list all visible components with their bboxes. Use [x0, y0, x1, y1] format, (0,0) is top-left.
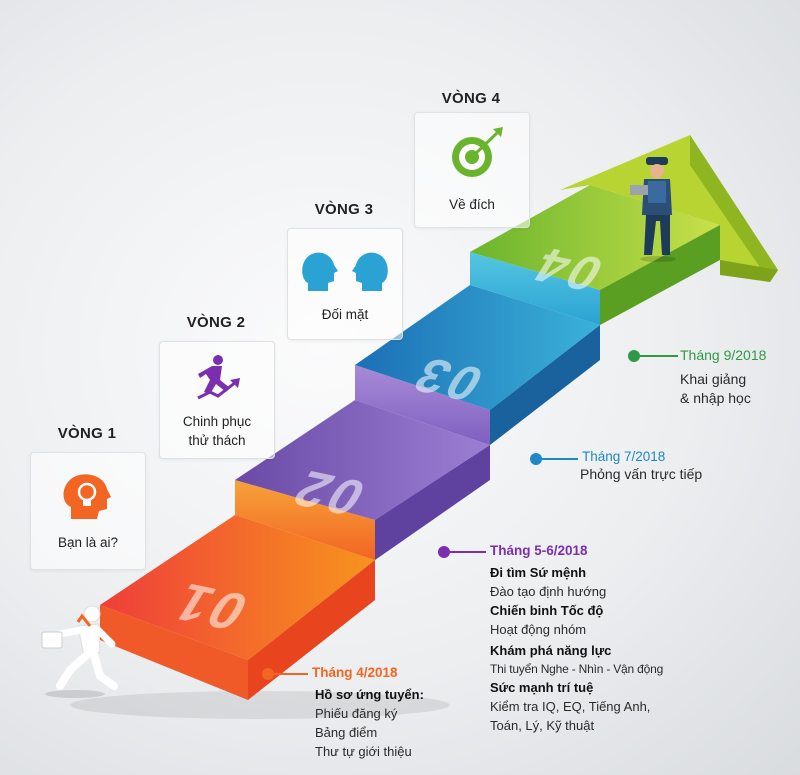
running-businessman-icon: [41, 605, 118, 698]
step-01-top: [100, 515, 375, 660]
round-2-card[interactable]: Chinh phục thử thách: [159, 341, 275, 459]
head-lightbulb-icon: [63, 474, 111, 519]
phase-2-section-4-detail: Kiểm tra IQ, EQ, Tiếng Anh,: [490, 699, 651, 714]
phase-2-section-1-detail: Đào tạo định hướng: [490, 584, 607, 599]
phase-1-item-2: Bảng điểm: [315, 725, 378, 740]
phase-1-title: Tháng 4/2018: [312, 665, 398, 680]
step-02-top: [235, 400, 490, 520]
phase-4-detail-2: & nhập học: [680, 390, 751, 406]
riser-04: [470, 252, 600, 325]
phase-1-heading: Hồ sơ ứng tuyển:: [315, 687, 424, 702]
target-arrow-icon: [452, 127, 503, 177]
riser-03: [355, 365, 490, 445]
running-person-arrow-icon: [197, 355, 240, 400]
phase-4-title: Tháng 9/2018: [680, 347, 767, 363]
round-2-title: VÒNG 2: [186, 314, 246, 331]
round-1-label: Bạn là ai?: [57, 535, 119, 550]
phase-1-item-1: Phiếu đăng ký: [315, 706, 398, 721]
round-1-card[interactable]: Bạn là ai?: [30, 452, 146, 570]
phase-2-dot: [438, 546, 450, 558]
phase-1-line: [272, 673, 308, 675]
round-2-label-line2: thử thách: [188, 433, 246, 448]
phase-3-title: Tháng 7/2018: [582, 449, 666, 464]
phase-4-detail: Khai giảng: [680, 371, 747, 387]
phase-3-line: [540, 458, 578, 460]
step-03-top: [355, 285, 600, 410]
phase-1-item-3: Thư tự giới thiệu: [315, 744, 412, 759]
round-4-label: Về đích: [449, 197, 495, 212]
round-1-title: VÒNG 1: [57, 425, 117, 442]
two-faces-icon: [302, 252, 388, 291]
phase-2-line: [448, 551, 486, 553]
phase-2-title: Tháng 5-6/2018: [490, 543, 588, 558]
round-3-label: Đối mặt: [321, 307, 369, 322]
phase-2-section-3-heading: Khám phá năng lực: [490, 643, 612, 658]
phase-2-section-1-heading: Đi tìm Sứ mệnh: [490, 565, 587, 580]
round-3-title: VÒNG 3: [314, 201, 374, 218]
phase-2-section-2-detail: Hoạt động nhóm: [490, 622, 587, 637]
phase-2-section-3-detail: Thi tuyển Nghe - Nhìn - Vận động: [490, 662, 664, 676]
phase-2-section-4-detail-2: Toán, Lý, Kỹ thuật: [490, 718, 595, 733]
round-4-card[interactable]: Về đích: [414, 112, 530, 228]
phase-2-section-2-heading: Chiến binh Tốc độ: [490, 603, 604, 618]
riser-02: [235, 480, 375, 560]
round-2-label-line1: Chinh phục: [182, 414, 252, 429]
step-01-front: [248, 560, 375, 700]
phase-3-detail: Phỏng vấn trực tiếp: [580, 466, 703, 482]
round-4-title: VÒNG 4: [441, 90, 501, 107]
phase-1-dot: [262, 668, 274, 680]
phase-4-line: [638, 355, 678, 357]
phase-4-dot: [628, 350, 640, 362]
phase-3-dot: [530, 453, 542, 465]
worker-with-laptop-icon: [630, 157, 676, 262]
round-3-card[interactable]: Đối mặt: [287, 228, 403, 340]
phase-2-section-4-heading: Sức mạnh trí tuệ: [490, 680, 594, 695]
